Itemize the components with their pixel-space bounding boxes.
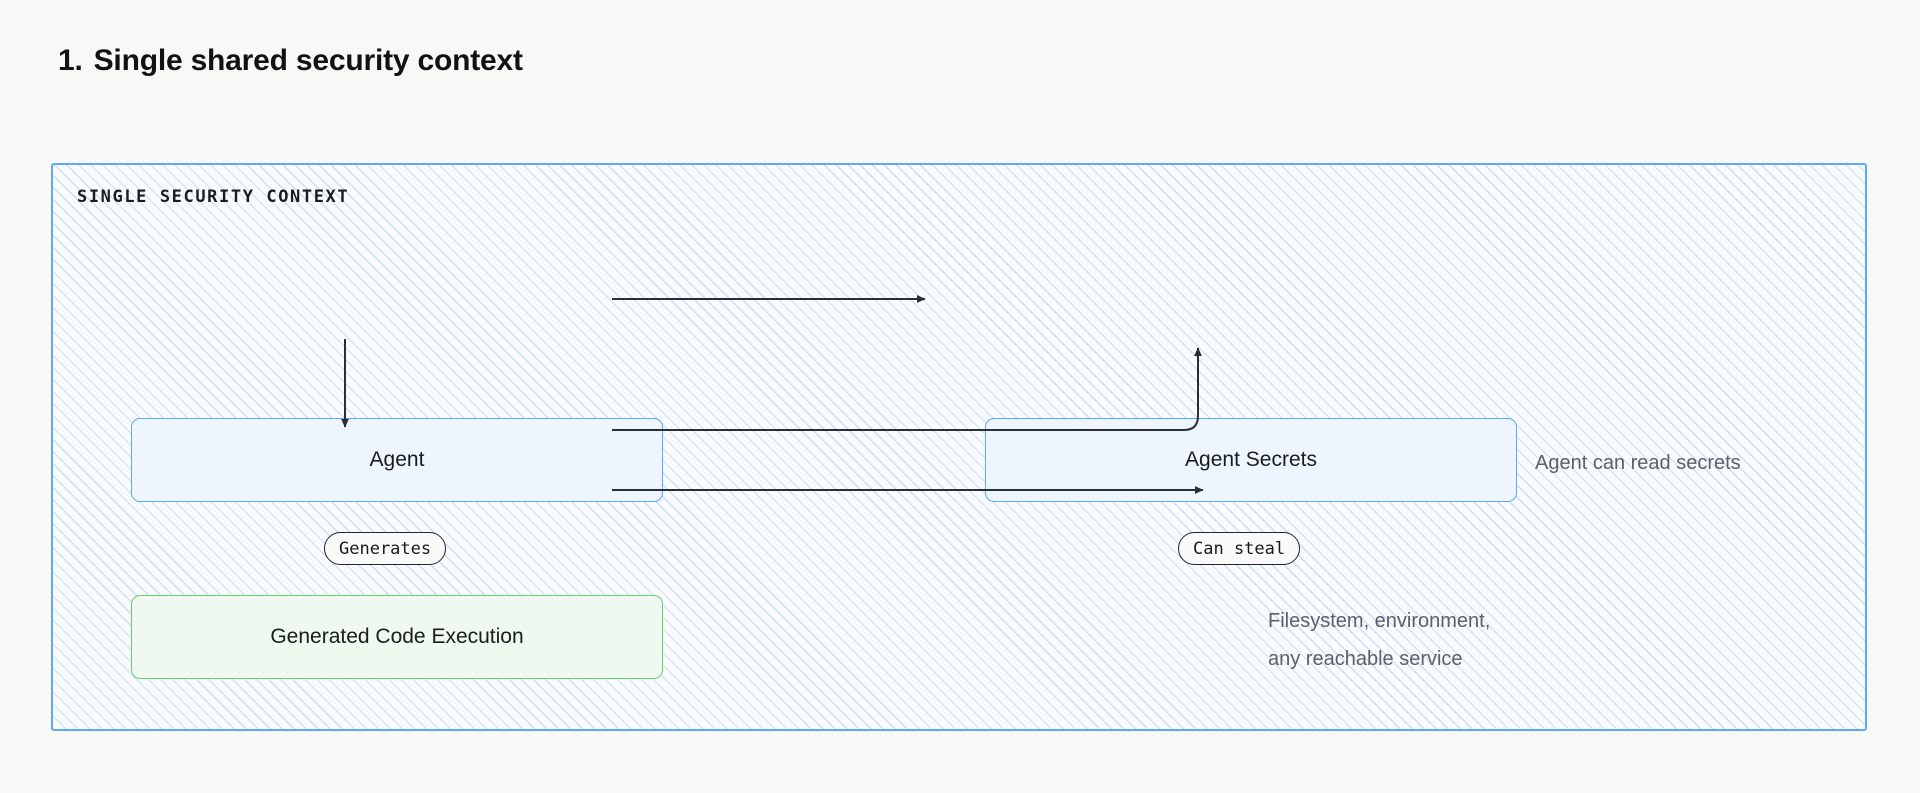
node-generated-code-execution[interactable]: Generated Code Execution <box>131 595 663 679</box>
annotation-agent-can-read-secrets: Agent can read secrets <box>1535 452 1741 474</box>
edge-label-generates-text: Generates <box>339 538 432 559</box>
node-generated-code-execution-label: Generated Code Execution <box>270 625 524 648</box>
edge-label-can-steal: Can steal <box>1178 532 1301 565</box>
edge-label-can-steal-text: Can steal <box>1193 538 1286 559</box>
security-context-label: SINGLE SECURITY CONTEXT <box>77 187 350 207</box>
security-context-container: SINGLE SECURITY CONTEXT Agent Agent Secr… <box>51 163 1867 731</box>
node-agent-label: Agent <box>369 448 425 471</box>
page-title-text: Single shared security context <box>93 44 523 77</box>
node-agent-secrets-label: Agent Secrets <box>1185 448 1317 471</box>
node-agent-secrets[interactable]: Agent Secrets <box>985 418 1517 502</box>
edge-label-generates: Generates <box>324 532 447 565</box>
page-title: 1. Single shared security context <box>58 44 523 78</box>
page-title-number: 1. <box>58 44 83 77</box>
node-agent[interactable]: Agent <box>131 418 663 502</box>
annotation-reachable-surface: Filesystem, environment, any reachable s… <box>1268 610 1491 670</box>
